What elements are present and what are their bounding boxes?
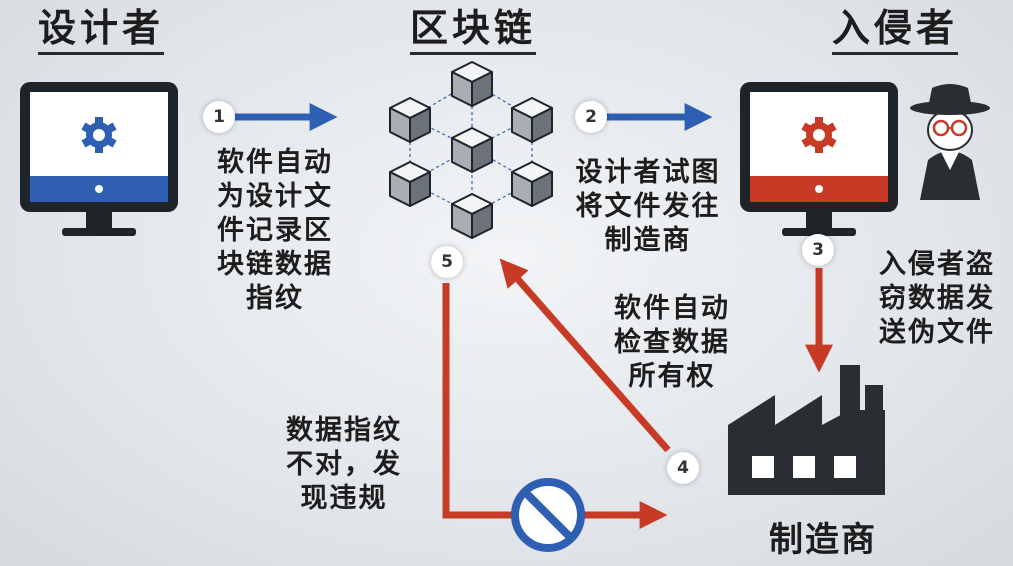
gear-icon (801, 117, 837, 153)
block-cube-icon (389, 161, 431, 207)
designer-monitor-icon (20, 82, 178, 236)
factory-icon (728, 365, 885, 495)
heading-designer: 设计者 (38, 7, 165, 55)
heading-intruder: 入侵者 (832, 7, 959, 55)
intruder-monitor-icon (740, 82, 898, 236)
block-cube-icon (451, 61, 493, 107)
heading-blockchain: 区块链 (410, 7, 537, 55)
arrow-step-5 (442, 283, 668, 529)
block-cube-icon (389, 97, 431, 143)
step-3-number: 3 (802, 234, 834, 266)
step-5-number: 5 (431, 246, 463, 278)
step-4-number: 4 (667, 452, 699, 484)
hacker-icon (910, 84, 990, 200)
step-2-number: 2 (575, 101, 607, 133)
block-cube-icon (511, 161, 553, 207)
block-cube-icon (451, 127, 493, 173)
block-cube-icon (511, 97, 553, 143)
prohibited-icon (511, 478, 585, 552)
blockchain-icon (389, 61, 553, 239)
step-5-text: 数据指纹 不对，发 现违规 (286, 415, 402, 514)
step-1-text: 软件自动 为设计文 件记录区 块链数据 指纹 (217, 147, 333, 314)
block-cube-icon (451, 193, 493, 239)
gear-icon (81, 117, 117, 153)
step-4-text: 软件自动 检查数据 所有权 (614, 293, 730, 392)
step-1-number: 1 (203, 101, 235, 133)
blockchain-cubes (389, 61, 553, 239)
factory-label: 制造商 (769, 520, 877, 560)
arrow-step-4 (499, 258, 671, 453)
step-3-text: 入侵者盗 窃数据发 送伪文件 (879, 249, 995, 348)
step-2-text: 设计者试图 将文件发往 制造商 (575, 157, 721, 256)
